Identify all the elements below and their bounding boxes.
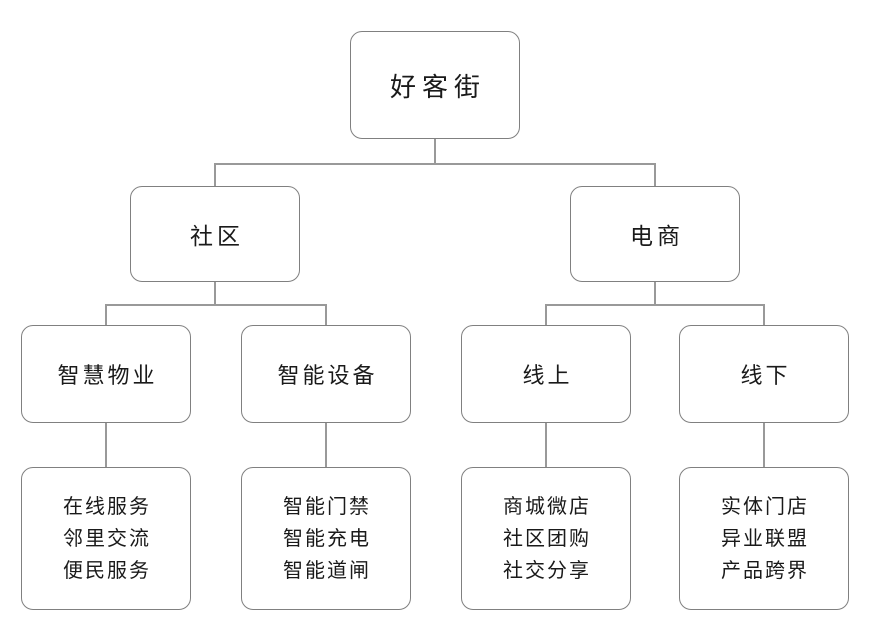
leaf-line: 智能充电: [283, 527, 371, 550]
connector-left-rail: [105, 304, 327, 306]
connector-root-stub: [434, 139, 436, 165]
category-node-label: 线下: [740, 363, 791, 388]
category-node-label: 线上: [522, 363, 573, 388]
connector-community-stub: [214, 282, 216, 306]
leaf-node-offline-items: 实体门店 异业联盟 产品跨界: [679, 467, 849, 610]
leaf-node-lines: 在线服务 邻里交流 便民服务: [61, 491, 151, 587]
leaf-line: 便民服务: [63, 559, 151, 582]
connector-right-rail: [545, 304, 765, 306]
connector-leaf-online: [545, 423, 547, 467]
branch-node-ecommerce: 电商: [570, 186, 740, 282]
leaf-line: 智能门禁: [283, 495, 371, 518]
connector-drop-online: [545, 304, 547, 325]
branch-node-community: 社区: [130, 186, 300, 282]
connector-drop-smart-property: [105, 304, 107, 325]
leaf-node-smart-devices-items: 智能门禁 智能充电 智能道闸: [241, 467, 411, 610]
category-node-smart-devices: 智能设备: [241, 325, 411, 423]
branch-node-label: 社区: [190, 223, 244, 249]
connector-leaf-offline: [763, 423, 765, 467]
leaf-node-smart-property-items: 在线服务 邻里交流 便民服务: [21, 467, 191, 610]
leaf-line: 智能道闸: [283, 559, 371, 582]
root-node: 好客街: [350, 31, 520, 139]
leaf-node-online-items: 商城微店 社区团购 社交分享: [461, 467, 631, 610]
leaf-node-lines: 商城微店 社区团购 社交分享: [501, 491, 591, 587]
category-node-label: 智慧物业: [57, 363, 158, 388]
root-node-label: 好客街: [389, 71, 486, 102]
leaf-line: 实体门店: [721, 495, 809, 518]
leaf-line: 产品跨界: [721, 559, 809, 582]
leaf-node-lines: 智能门禁 智能充电 智能道闸: [281, 491, 371, 587]
category-node-offline: 线下: [679, 325, 849, 423]
connector-ecommerce-stub: [654, 282, 656, 306]
leaf-line: 邻里交流: [63, 527, 151, 550]
connector-drop-ecommerce: [654, 163, 656, 187]
leaf-line: 社交分享: [503, 559, 591, 582]
leaf-node-lines: 实体门店 异业联盟 产品跨界: [719, 491, 809, 587]
connector-leaf-smart-property: [105, 423, 107, 467]
connector-top-rail: [214, 163, 656, 165]
connector-drop-smart-devices: [325, 304, 327, 325]
leaf-line: 商城微店: [503, 495, 591, 518]
connector-leaf-smart-devices: [325, 423, 327, 467]
category-node-online: 线上: [461, 325, 631, 423]
category-node-smart-property: 智慧物业: [21, 325, 191, 423]
leaf-line: 社区团购: [503, 527, 591, 550]
leaf-line: 异业联盟: [721, 527, 809, 550]
category-node-label: 智能设备: [277, 363, 378, 388]
branch-node-label: 电商: [630, 223, 684, 249]
connector-drop-offline: [763, 304, 765, 325]
connector-drop-community: [214, 163, 216, 187]
leaf-line: 在线服务: [63, 495, 151, 518]
